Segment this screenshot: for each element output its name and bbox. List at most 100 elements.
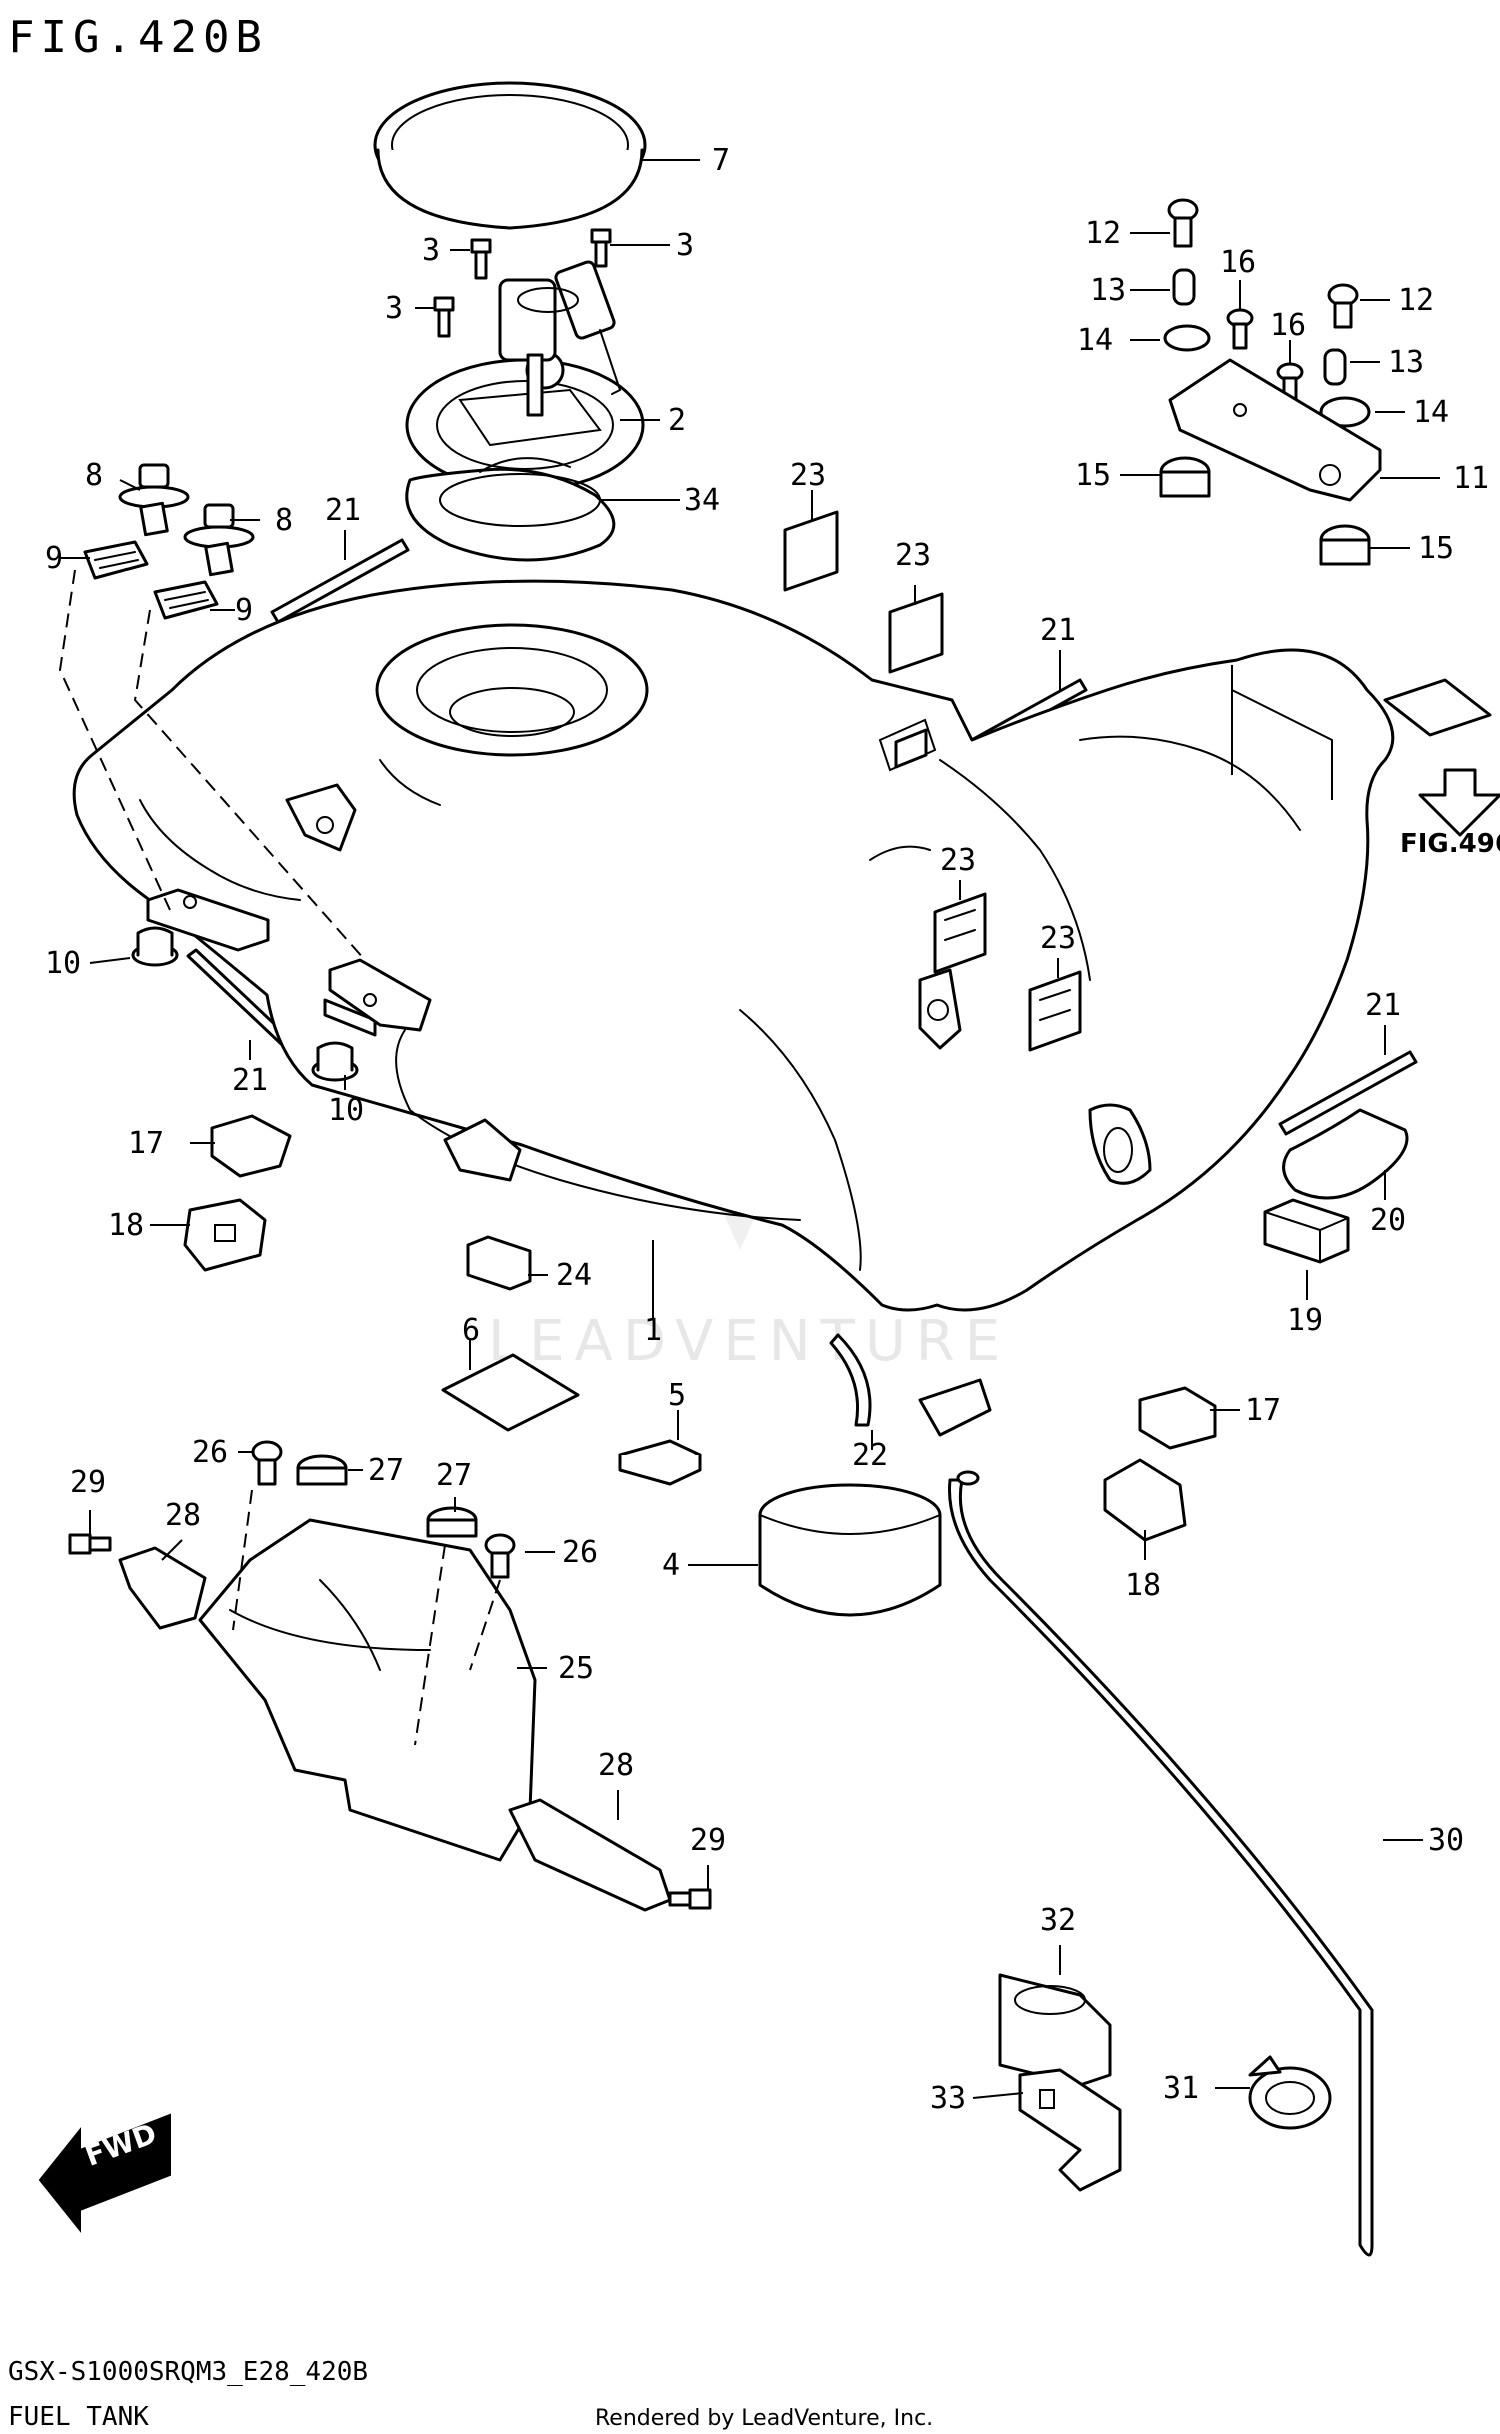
- grommet-part-14-b: [1319, 396, 1371, 428]
- callout-10-b[interactable]: 10: [328, 1093, 364, 1128]
- bolt-part-12-a: [1167, 198, 1199, 248]
- callout-23-d[interactable]: 23: [1040, 921, 1076, 956]
- callout-30[interactable]: 30: [1428, 1823, 1464, 1858]
- callout-23-c[interactable]: 23: [940, 843, 976, 878]
- callout-27-b[interactable]: 27: [436, 1458, 472, 1493]
- grommet-part-14-a: [1163, 324, 1211, 352]
- fuel-cap-part-2: [405, 260, 645, 492]
- clamp-part-32: [998, 1973, 1112, 2087]
- rubber-part-9-a: [83, 540, 149, 580]
- callout-34[interactable]: 34: [684, 483, 720, 518]
- callout-21-b[interactable]: 21: [1040, 613, 1076, 648]
- protector-part-25: [198, 1518, 537, 1862]
- pad-part-5: [618, 1439, 702, 1486]
- bolt-part-29-a: [68, 1533, 112, 1555]
- label-part-23-d: [1028, 970, 1082, 1052]
- callout-24[interactable]: 24: [556, 1258, 592, 1293]
- callout-1[interactable]: 1: [644, 1313, 662, 1348]
- cushion-part-27-b: [426, 1506, 478, 1538]
- rendered-by: Rendered by LeadVenture, Inc.: [595, 2406, 933, 2431]
- bolt-part-16-a: [1226, 308, 1254, 350]
- label-part-23-b: [888, 592, 944, 674]
- callout-25[interactable]: 25: [558, 1651, 594, 1686]
- bracket-part-28-b: [508, 1798, 672, 1912]
- callout-8-a[interactable]: 8: [85, 458, 103, 493]
- callout-3-a[interactable]: 3: [422, 233, 440, 268]
- callout-19[interactable]: 19: [1287, 1303, 1323, 1338]
- filler-seal-part-34: [405, 457, 616, 562]
- collar-part-13-a: [1172, 268, 1196, 306]
- clip-part-17-a: [210, 1114, 292, 1178]
- callout-18-b[interactable]: 18: [1125, 1568, 1161, 1603]
- callout-14-a[interactable]: 14: [1077, 323, 1113, 358]
- callout-4[interactable]: 4: [662, 1548, 680, 1583]
- callout-3-b[interactable]: 3: [676, 228, 694, 263]
- callout-15-a[interactable]: 15: [1075, 458, 1111, 493]
- callout-15-b[interactable]: 15: [1418, 531, 1454, 566]
- callout-12-b[interactable]: 12: [1398, 283, 1434, 318]
- callout-21-d[interactable]: 21: [1365, 988, 1401, 1023]
- forward-direction-arrow: FWD: [38, 2113, 171, 2233]
- callout-12-a[interactable]: 12: [1085, 216, 1121, 251]
- pad-part-24: [466, 1235, 532, 1291]
- callout-28-a[interactable]: 28: [165, 1498, 201, 1533]
- callout-22[interactable]: 22: [852, 1438, 888, 1473]
- callout-32[interactable]: 32: [1040, 1903, 1076, 1938]
- callout-7[interactable]: 7: [712, 143, 730, 178]
- clip-part-17-b: [1138, 1386, 1217, 1450]
- callout-26-b[interactable]: 26: [562, 1535, 598, 1570]
- callout-33[interactable]: 33: [930, 2081, 966, 2116]
- callout-18-a[interactable]: 18: [108, 1208, 144, 1243]
- callout-28-b[interactable]: 28: [598, 1748, 634, 1783]
- callout-31[interactable]: 31: [1163, 2071, 1199, 2106]
- callout-29-a[interactable]: 29: [70, 1465, 106, 1500]
- collar-part-13-b: [1323, 348, 1347, 386]
- clip-part-18-b: [1103, 1458, 1187, 1542]
- bracket-part-33: [1018, 2068, 1122, 2192]
- callout-8-b[interactable]: 8: [275, 503, 293, 538]
- callout-17-b[interactable]: 17: [1245, 1393, 1281, 1428]
- callouts: 7 3 3 3 2 34 8 8 9 9 21 23 23 21 12 13 1…: [45, 143, 1489, 2116]
- callout-14-b[interactable]: 14: [1413, 395, 1449, 430]
- plate-part-10-a-bracket: [146, 888, 270, 952]
- callout-23-b[interactable]: 23: [895, 538, 931, 573]
- callout-9-a[interactable]: 9: [45, 541, 63, 576]
- callout-3-c[interactable]: 3: [385, 291, 403, 326]
- callout-16-a[interactable]: 16: [1220, 245, 1256, 280]
- callout-27-a[interactable]: 27: [368, 1453, 404, 1488]
- callout-21-c[interactable]: 21: [232, 1063, 268, 1098]
- callout-9-b[interactable]: 9: [235, 593, 253, 628]
- clamp-part-31: [1248, 2055, 1332, 2130]
- cushion-part-15-b: [1319, 524, 1371, 566]
- callout-13-a[interactable]: 13: [1090, 273, 1126, 308]
- callout-26-a[interactable]: 26: [192, 1435, 228, 1470]
- callout-6[interactable]: 6: [462, 1313, 480, 1348]
- bracket-part-11: [1168, 358, 1382, 502]
- cushion-strip-part-21-d: [1278, 1050, 1418, 1136]
- model-code: GSX-S1000SRQM3_E28_420B: [8, 2357, 368, 2387]
- rubber-part-9-b: [153, 580, 219, 620]
- callout-2[interactable]: 2: [668, 403, 686, 438]
- clip-part-18-a: [183, 1198, 267, 1272]
- figure-title: FIG.420B: [8, 12, 268, 63]
- callout-29-b[interactable]: 29: [690, 1823, 726, 1858]
- bolt-part-3-c: [433, 296, 455, 338]
- callout-11[interactable]: 11: [1453, 461, 1489, 496]
- callout-20[interactable]: 20: [1370, 1203, 1406, 1238]
- bolt-part-26-a: [251, 1440, 283, 1486]
- callout-21-a[interactable]: 21: [325, 493, 361, 528]
- callout-10-a[interactable]: 10: [45, 946, 81, 981]
- callout-5[interactable]: 5: [668, 1378, 686, 1413]
- callout-23-a[interactable]: 23: [790, 458, 826, 493]
- callout-17-a[interactable]: 17: [128, 1126, 164, 1161]
- bolt-part-29-b: [668, 1888, 712, 1910]
- collar-part-10-a: [131, 926, 179, 967]
- band-part-4: [758, 1483, 942, 1617]
- callout-16-b[interactable]: 16: [1270, 308, 1306, 343]
- reference-box: FIG.496: [1383, 678, 1500, 859]
- bolt-part-8-b: [183, 503, 255, 577]
- leader-lines: [60, 159, 1440, 2099]
- bolt-part-3-b: [590, 228, 612, 268]
- callout-13-b[interactable]: 13: [1388, 345, 1424, 380]
